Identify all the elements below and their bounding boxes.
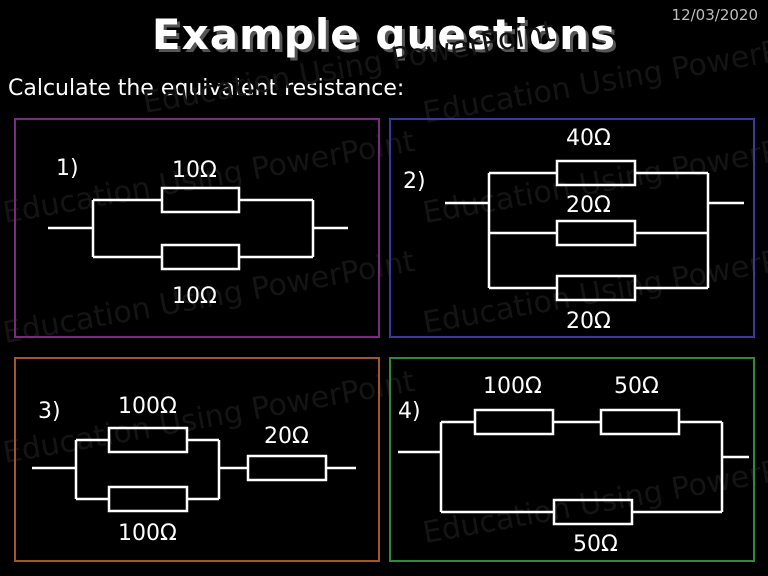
resistor-3a-label: 100Ω (118, 394, 177, 419)
question-2-number: 2) (403, 169, 426, 194)
resistor-2b-label: 20Ω (566, 193, 611, 218)
circuit-3 (32, 426, 356, 513)
resistor-3b (107, 485, 189, 513)
resistor-3c-label: 20Ω (264, 424, 309, 449)
question-3-number: 3) (38, 399, 61, 424)
question-prompt: Calculate the equivalent resistance: (8, 76, 405, 101)
resistor-4b-label: 50Ω (614, 374, 659, 399)
resistor-1b (160, 243, 241, 271)
resistor-4a-label: 100Ω (483, 374, 542, 399)
resistor-2a-label: 40Ω (566, 126, 611, 151)
resistor-2c-label: 20Ω (566, 309, 611, 334)
resistor-1a-label: 10Ω (172, 158, 217, 183)
circuit-4 (398, 408, 749, 526)
resistor-3b-label: 100Ω (118, 521, 177, 546)
question-1-box (14, 118, 380, 338)
slide-title: Example questions (151, 10, 617, 59)
question-2-box (389, 118, 755, 338)
resistor-3a (107, 426, 189, 454)
resistor-4a (473, 408, 555, 436)
resistor-2a (555, 159, 637, 187)
resistor-4b (599, 408, 681, 436)
question-3-box (14, 357, 380, 562)
question-1-number: 1) (56, 156, 79, 181)
resistor-1b-label: 10Ω (172, 284, 217, 309)
resistor-4c-label: 50Ω (573, 532, 618, 557)
resistor-1a (160, 186, 241, 214)
resistor-3c (246, 454, 328, 482)
question-4-box (389, 357, 755, 562)
resistor-4c (552, 498, 634, 526)
question-4-number: 4) (398, 399, 421, 424)
slide-date: 12/03/2020 (671, 6, 758, 24)
circuit-2 (445, 159, 744, 302)
resistor-2c (555, 274, 637, 302)
circuit-1 (48, 186, 348, 271)
resistor-2b (555, 219, 637, 247)
